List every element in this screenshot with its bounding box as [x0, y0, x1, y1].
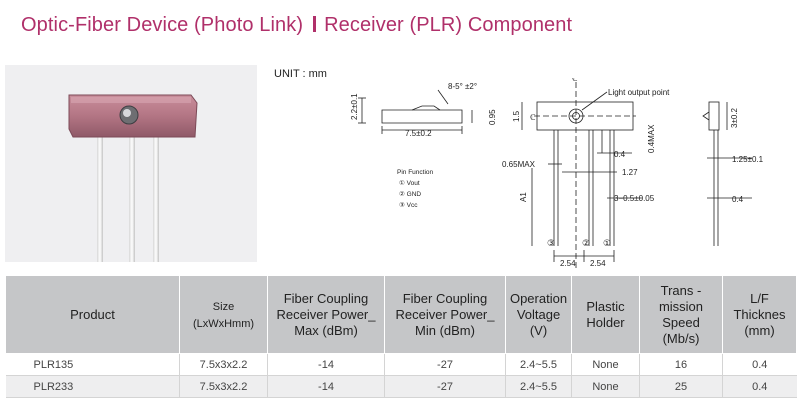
dim-1-25: 1.25±0.1 — [732, 155, 764, 164]
cell-thickness: 0.4 — [722, 375, 797, 398]
centerline-top: ℂ — [572, 78, 578, 83]
header-voltage: Operation Voltage (V) — [505, 275, 572, 354]
header-power-min: Fiber Coupling Receiver Power_ Min (dBm) — [384, 275, 506, 354]
header-thickness: L/F Thicknes (mm) — [722, 275, 797, 354]
cell-size: 7.5x3x2.2 — [179, 353, 268, 376]
dim-2-54-b: 2.54 — [590, 259, 606, 268]
cell-holder: None — [571, 375, 640, 398]
dim-3-05: 3−0.5±0.05 — [614, 194, 655, 203]
cell-power-max: -14 — [267, 375, 385, 398]
table-row: PLR135 7.5x3x2.2 -14 -27 2.4~5.5 None 16… — [5, 353, 797, 376]
dim-0-4-right: 0.4 — [732, 195, 744, 204]
cell-product: PLR135 — [5, 353, 180, 376]
unit-label: UNIT : mm — [274, 68, 327, 80]
lead-pin-1 — [97, 127, 103, 262]
cell-power-min: -27 — [384, 375, 506, 398]
table-row: PLR233 7.5x3x2.2 -14 -27 2.4~5.5 None 25… — [5, 375, 797, 398]
page-title: Optic-Fiber Device (Photo Link) Receiver … — [21, 14, 572, 37]
dim-0-95: 0.95 — [488, 109, 497, 125]
dim-2-2: 2.2±0.1 — [350, 93, 359, 120]
cell-power-max: -14 — [267, 353, 385, 376]
title-part-2: Receiver (PLR) Component — [324, 14, 573, 36]
dim-1-27: 1.27 — [622, 168, 638, 177]
cell-speed: 25 — [639, 375, 723, 398]
dim-angle: 8-5° ±2° — [448, 82, 477, 91]
cell-holder: None — [571, 353, 640, 376]
cell-voltage: 2.4~5.5 — [505, 375, 572, 398]
dim-2-54-a: 2.54 — [560, 259, 576, 268]
pin-label-3: ③ — [547, 238, 555, 248]
pin-function-title: Pin Function — [397, 169, 434, 176]
dim-0-4max: 0.4MAX — [647, 124, 656, 153]
dim-0-4: 0.4 — [614, 150, 626, 159]
cell-speed: 16 — [639, 353, 723, 376]
cell-thickness: 0.4 — [722, 353, 797, 376]
light-output-label: Light output point — [608, 88, 670, 97]
dim-7-5: 7.5±0.2 — [405, 129, 432, 138]
pin-label-1: ① — [603, 238, 611, 248]
dimension-drawing: 2.2±0.1 8-5° ±2° 0.95 7.5±0.2 1.5 ℂ ℂ Li… — [350, 78, 764, 268]
dim-0-65max: 0.65MAX — [502, 160, 536, 169]
spec-table: Product Size(LxWxHmm) Fiber Coupling Rec… — [5, 275, 797, 398]
cell-power-min: -27 — [384, 353, 506, 376]
product-photo — [5, 65, 257, 262]
centerline-left: ℂ — [530, 113, 536, 122]
header-product: Product — [5, 275, 180, 354]
pin-label-2: ② — [582, 238, 590, 248]
lead-pin-2 — [129, 127, 135, 262]
header-speed: Trans - mission Speed (Mb/s) — [639, 275, 723, 354]
pin-function-3: ③ Vcc — [399, 202, 418, 209]
lead-pin-3 — [153, 127, 159, 262]
receiver-component-image — [5, 65, 257, 262]
dim-3-02: 3±0.2 — [730, 107, 739, 128]
table-header-row: Product Size(LxWxHmm) Fiber Coupling Rec… — [5, 275, 797, 354]
cell-voltage: 2.4~5.5 — [505, 353, 572, 376]
dim-1-5: 1.5 — [512, 110, 521, 122]
header-holder: Plastic Holder — [571, 275, 640, 354]
pin-function-1: ① Vout — [399, 180, 420, 187]
cell-size: 7.5x3x2.2 — [179, 375, 268, 398]
header-power-max: Fiber Coupling Receiver Power_ Max (dBm) — [267, 275, 385, 354]
cell-product: PLR233 — [5, 375, 180, 398]
title-part-1: Optic-Fiber Device (Photo Link) — [21, 14, 304, 36]
dim-a1: A1 — [519, 192, 528, 202]
header-size: Size(LxWxHmm) — [179, 275, 268, 354]
title-divider — [313, 16, 317, 32]
pin-function-2: ② GND — [399, 191, 421, 198]
